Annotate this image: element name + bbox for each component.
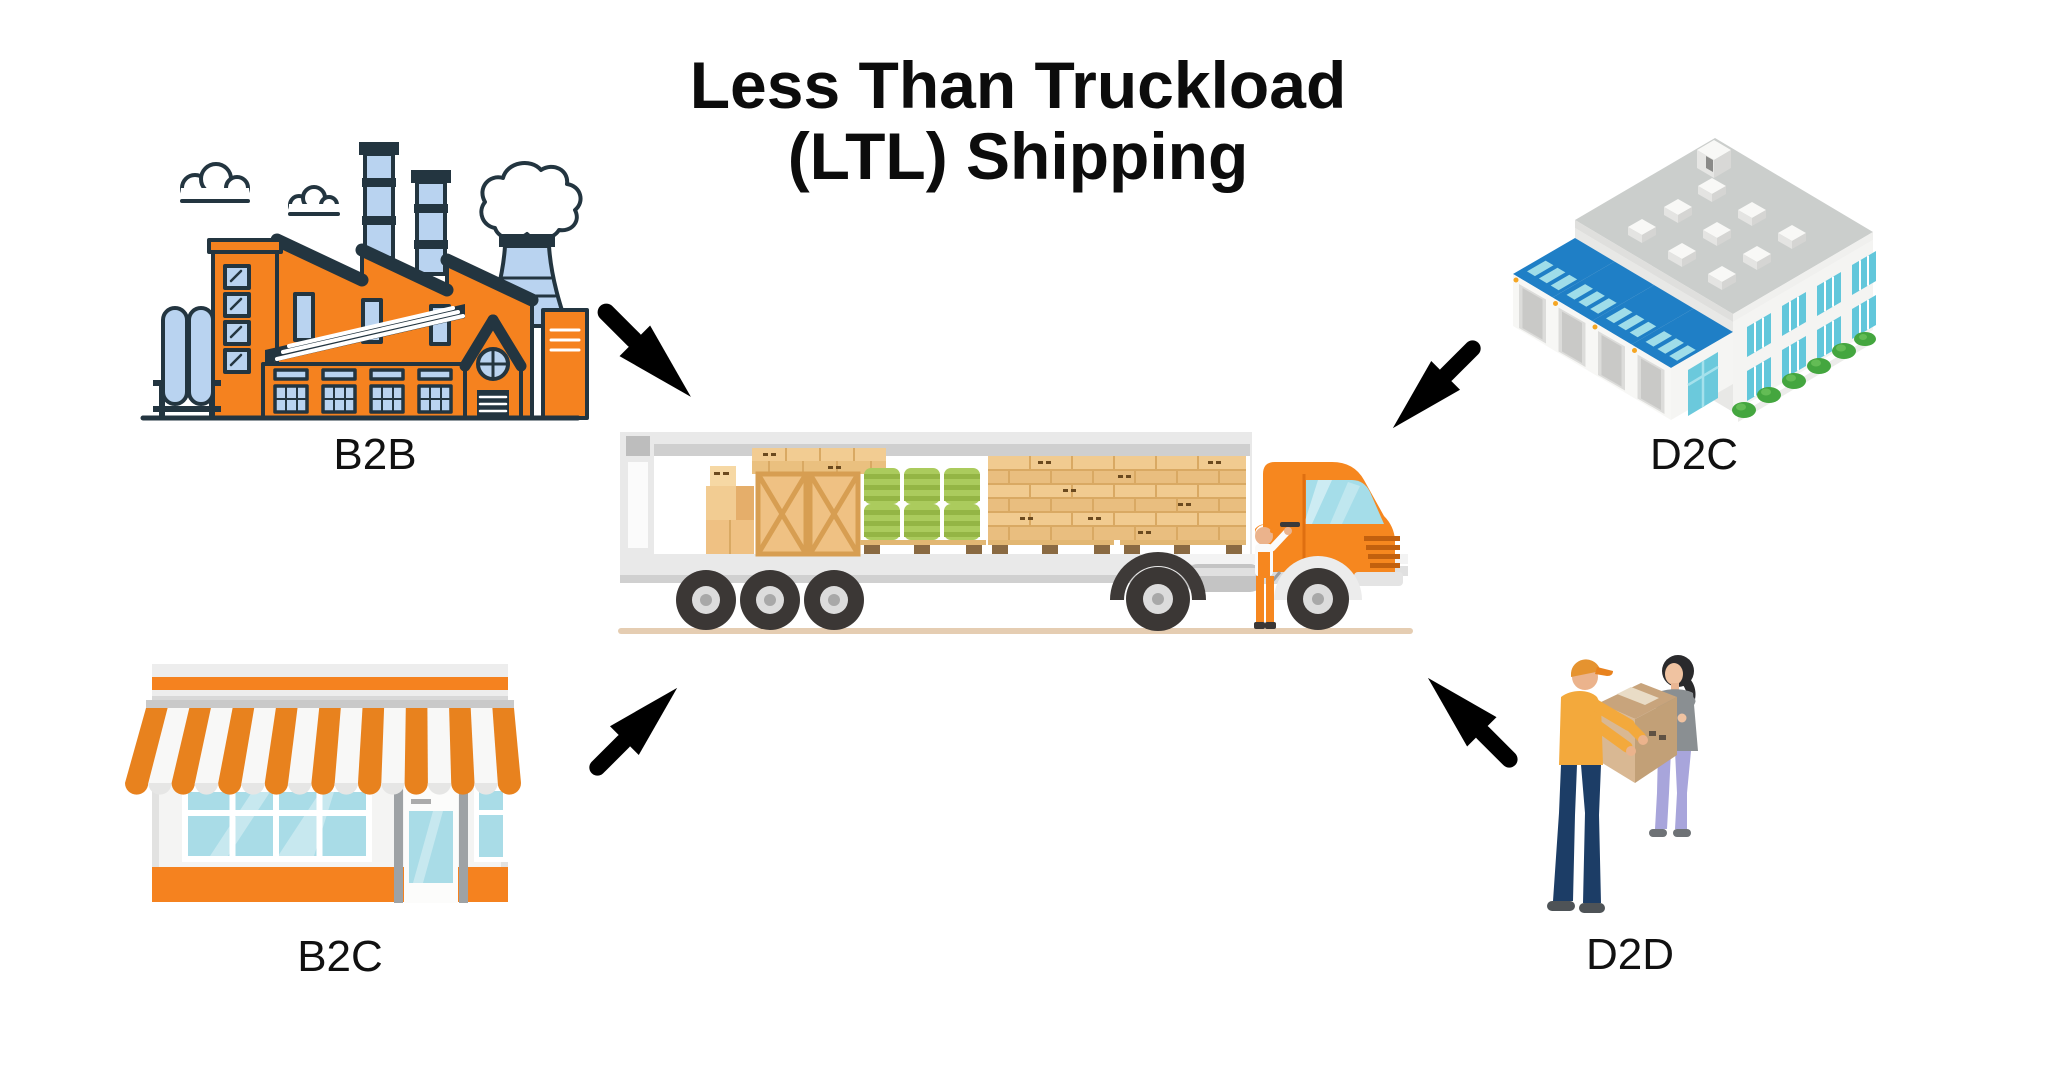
hedge-plants: [1732, 332, 1876, 422]
windshield: [1306, 480, 1384, 524]
trailer-wheels: [676, 570, 864, 630]
node-label-b2b: B2B: [333, 430, 417, 479]
ltl-truck-icon: [618, 432, 1413, 634]
arrow-d2c-to-truck-icon: [1392, 340, 1481, 429]
storefront-awning-icon: [125, 664, 521, 903]
node-label-b2c: B2C: [297, 932, 383, 981]
trailer-cargo: [706, 448, 1246, 557]
courier-handoff-icon: [1547, 655, 1698, 913]
worker-figure: [1254, 524, 1292, 629]
store-window: [182, 786, 372, 862]
pallet: [860, 540, 986, 545]
store-awning: [125, 708, 521, 795]
annex-building: [541, 308, 589, 420]
smoke-icon: [479, 161, 583, 241]
isometric-warehouse-icon: [1513, 138, 1876, 422]
arrow-b2b-to-truck-icon: [597, 303, 691, 397]
cardboard-boxes: [706, 466, 754, 554]
door-handle: [1280, 522, 1300, 527]
cab-grille: [1364, 536, 1400, 568]
store-cornice: [146, 700, 514, 708]
awning-scallops: [125, 783, 521, 795]
courier-figure: [1547, 659, 1648, 913]
truck-cab: [1263, 462, 1403, 630]
roof-access-box: [1697, 140, 1731, 178]
bumper: [1354, 572, 1403, 586]
factory-icon: [140, 142, 589, 421]
node-label-d2c: D2C: [1649, 430, 1739, 479]
node-label-d2d: D2D: [1585, 930, 1675, 979]
arrow-d2d-to-truck-icon: [1427, 677, 1518, 768]
arrow-b2c-to-truck-icon: [589, 687, 678, 776]
cloud-icon: [180, 162, 340, 216]
ground-line: [618, 628, 1413, 634]
small-box-rows: [752, 448, 886, 474]
chimney-icon: [359, 142, 451, 276]
palletized-box-stacks: [988, 456, 1246, 554]
store-side-window: [474, 786, 508, 862]
wooden-crates: [755, 471, 861, 557]
store-door-icon: [394, 775, 468, 903]
page-title: Less Than Truckload (LTL) Shipping: [689, 48, 1347, 194]
warehouse-front-building: [261, 304, 527, 420]
title-line-1: Less Than Truckload: [689, 48, 1347, 122]
window-mullions: [1754, 255, 1869, 397]
loading-bays: [1513, 238, 1733, 420]
storage-tanks-icon: [153, 306, 221, 418]
green-barrels: [860, 468, 986, 554]
warehouse-windows: [1747, 251, 1876, 401]
title-line-2: (LTL) Shipping: [787, 119, 1249, 194]
